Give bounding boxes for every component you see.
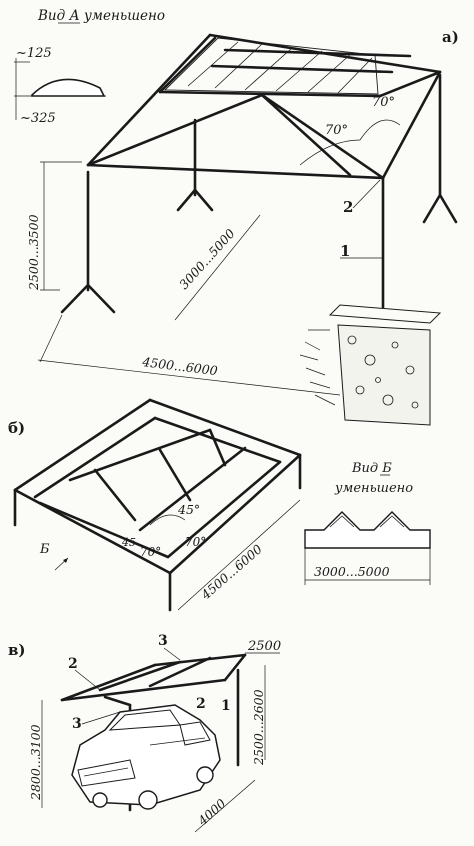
- b-view-letter: Б: [39, 542, 50, 557]
- c-cross-1: [98, 660, 182, 692]
- callout-1: 1: [340, 242, 350, 260]
- foundation-block: [299, 304, 442, 426]
- b-angle-45-small: 45: [121, 536, 136, 549]
- panel-a-frame: [60, 33, 458, 402]
- c-callout-2b: 2: [196, 696, 206, 712]
- view-b-inset: Вид Б уменьшено 3000...5000: [304, 461, 431, 585]
- leg-back-right: [422, 193, 458, 224]
- angle-label-1: 70°: [325, 123, 348, 138]
- view-a-height-label: ~125: [16, 46, 52, 61]
- c-dim-top: 2500: [247, 639, 281, 654]
- c-callout-1: 1: [221, 698, 231, 714]
- panel-b: б) 45° 45 70° 70° 4500...60: [8, 398, 431, 612]
- b-beam-right: [168, 453, 302, 575]
- callout-2: 2: [343, 198, 353, 216]
- b-beam-back: [148, 398, 302, 457]
- car-wheel-rear: [196, 766, 214, 784]
- depth-dim-label: 3000...5000: [176, 226, 238, 292]
- car-illustration: [71, 704, 221, 810]
- ridge-front: [158, 90, 382, 98]
- b-ridge-back: [153, 416, 282, 464]
- b-beam-front: [13, 488, 172, 575]
- leg-back-left: [176, 188, 214, 212]
- b-truss-1: [68, 428, 212, 482]
- c-beam-front: [60, 678, 227, 702]
- height-dim-label: 2500...3500: [26, 214, 41, 291]
- c-dim-height-right: 2500...2600: [251, 689, 266, 766]
- c-callout-2a: 2: [68, 656, 78, 672]
- panel-a: а) Вид А уменьшено ~125 ~325: [14, 8, 459, 426]
- b-truss-2: [138, 446, 247, 532]
- view-b-width-label: 3000...5000: [314, 564, 390, 579]
- truss-brace: [260, 93, 352, 177]
- b-view-arrowhead: [63, 558, 68, 563]
- view-b-title-1: Вид Б: [351, 461, 392, 476]
- c-beam-right: [223, 653, 247, 682]
- c-dim-depth: 4000: [194, 796, 228, 829]
- b-brace-3: [208, 428, 227, 467]
- leg-front-left: [60, 283, 116, 314]
- roof-slat-1: [210, 64, 394, 74]
- view-a-title: Вид А уменьшено: [37, 8, 165, 24]
- truss-front-left: [86, 93, 264, 167]
- b-ridge-left: [33, 416, 157, 499]
- roof-panels: [163, 37, 379, 95]
- c-callout-3a: 3: [158, 633, 168, 649]
- b-angle-70-a: 70°: [140, 545, 161, 559]
- b-brace-2: [158, 448, 192, 502]
- view-a-profile: [31, 78, 106, 97]
- ridge-left: [158, 36, 217, 94]
- b-angle-70-b: 70°: [185, 535, 206, 549]
- c-brace-left: [103, 695, 132, 707]
- panel-c-dimensions: 2500 2500...2600 2800...3100 4000 3 2 3 …: [28, 633, 281, 833]
- beam-left: [86, 33, 212, 167]
- beam-front: [86, 163, 385, 180]
- b-brace-1: [93, 468, 137, 522]
- length-dim-label: 4500...6000: [141, 354, 219, 378]
- panel-c-label: в): [8, 641, 26, 659]
- b-ridge-front: [38, 501, 170, 559]
- c-dim-height-left: 2800...3100: [28, 724, 43, 801]
- b-angle-45-top: 45°: [177, 502, 200, 517]
- car-wheel-front: [92, 792, 108, 808]
- c-callout-3b: 3: [72, 716, 82, 732]
- b-ridge-right: [166, 460, 282, 559]
- roof-slat-2: [223, 48, 412, 58]
- angle-label-2: 70°: [372, 95, 395, 110]
- truss-front-right: [260, 93, 385, 180]
- view-a-width-label: ~325: [20, 111, 56, 126]
- panel-c: в) 2500 2500...: [8, 633, 281, 833]
- view-a-inset: Вид А уменьшено ~125 ~325: [14, 8, 165, 126]
- b-beam-left: [13, 398, 152, 492]
- c-beam-left: [60, 663, 157, 702]
- view-b-profile: [304, 511, 431, 549]
- panel-a-label: а): [442, 28, 459, 46]
- panel-b-label: б): [8, 419, 25, 437]
- car-wheel-mid: [138, 790, 158, 810]
- c-cross-2: [148, 656, 212, 688]
- c-beam-back: [153, 653, 247, 667]
- ridge-right: [378, 70, 442, 98]
- beam-right: [381, 70, 442, 180]
- view-b-title-2: уменьшено: [334, 481, 413, 496]
- panel-b-frame: [13, 398, 302, 612]
- panel-c-frame: [60, 653, 247, 812]
- b-length-dim-label: 4500...6000: [197, 541, 265, 603]
